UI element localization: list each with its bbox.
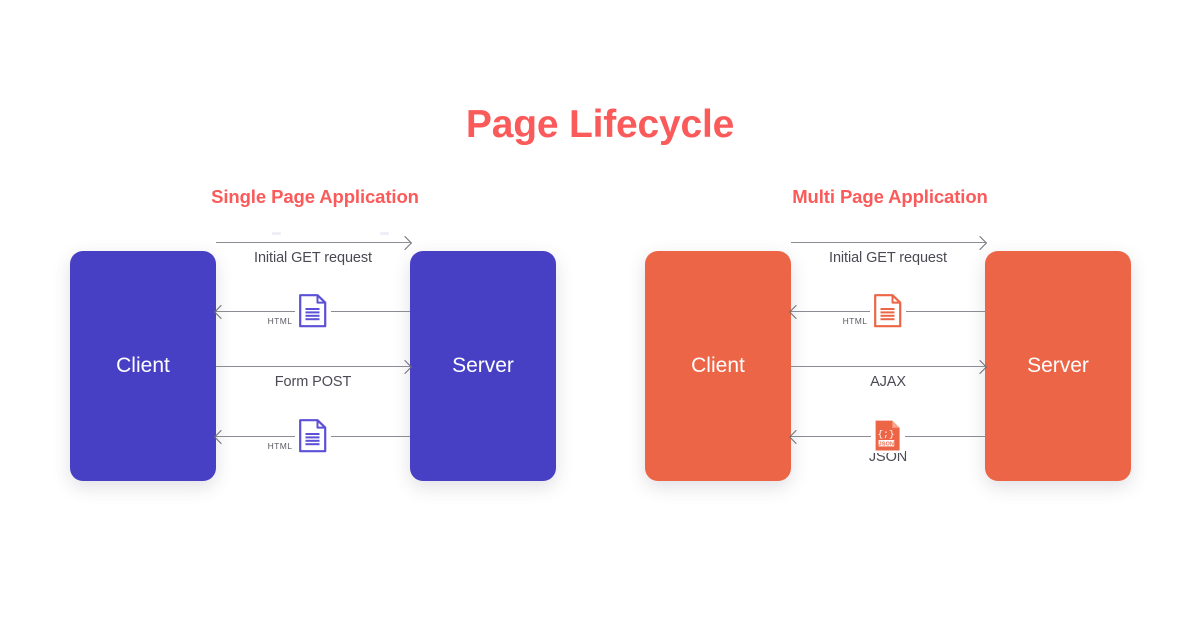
node-label: Server [1027,354,1089,377]
node-server-spa: Server [410,251,556,481]
json-document-icon: {;} JSON [871,419,905,453]
panel-multi-page-application: Multi Page Application Client Server Ini… [615,186,1165,496]
arrow-line-right [216,359,413,374]
flow-mpa-3: AJAX [791,359,988,390]
panel-single-page-application: Single Page Application Client Server In… [40,186,590,496]
svg-text:{;}: {;} [877,429,894,440]
node-label: Client [116,354,170,377]
arrow-head-right-icon [397,235,413,250]
arrow-head-left-icon [788,304,804,319]
flow-mini-label: HTML [840,316,870,326]
arrow-head-right-icon [972,235,988,250]
html-document-icon [295,293,331,329]
node-client-mpa: Client [645,251,791,481]
arrow-head-left-icon [788,429,804,444]
page-title: Page Lifecycle [465,103,735,146]
flow-mpa-2: HTML [788,293,985,329]
svg-text:JSON: JSON [879,441,894,447]
artifact-speck [380,232,389,235]
arrow-line-right [791,359,988,374]
flow-label: Initial GET request [254,250,372,266]
flow-mini-label: HTML [265,316,295,326]
node-label: Server [452,354,514,377]
flow-mpa-1: Initial GET request [791,235,988,266]
arrow-head-left-icon [213,304,229,319]
diagram-mpa: Client Server Initial GET request [615,235,1165,496]
flow-mini-label: HTML [265,441,295,451]
node-client-spa: Client [70,251,216,481]
flow-label: Form POST [274,374,352,390]
panel-title-mpa: Multi Page Application [792,186,988,207]
flow-label: AJAX [870,374,906,390]
flow-mpa-4: {;} JSON JSON [788,419,985,465]
flow-spa-1: Initial GET request [216,235,413,266]
arrow-head-left-icon [213,429,229,444]
flow-label: Initial GET request [829,250,947,266]
html-document-icon [295,418,331,454]
html-document-icon [870,293,906,329]
node-label: Client [691,354,745,377]
node-server-mpa: Server [985,251,1131,481]
arrow-line-right [791,235,988,250]
flow-spa-2: HTML [213,293,410,329]
flow-spa-4: HTML [213,418,410,454]
artifact-speck [272,232,281,235]
flow-label: JSON [868,449,908,465]
flow-spa-3: Form POST [216,359,413,390]
panel-title-spa: Single Page Application [211,186,419,207]
diagram-spa: Client Server Initial GET request [40,232,590,496]
arrow-line-right [216,235,413,250]
